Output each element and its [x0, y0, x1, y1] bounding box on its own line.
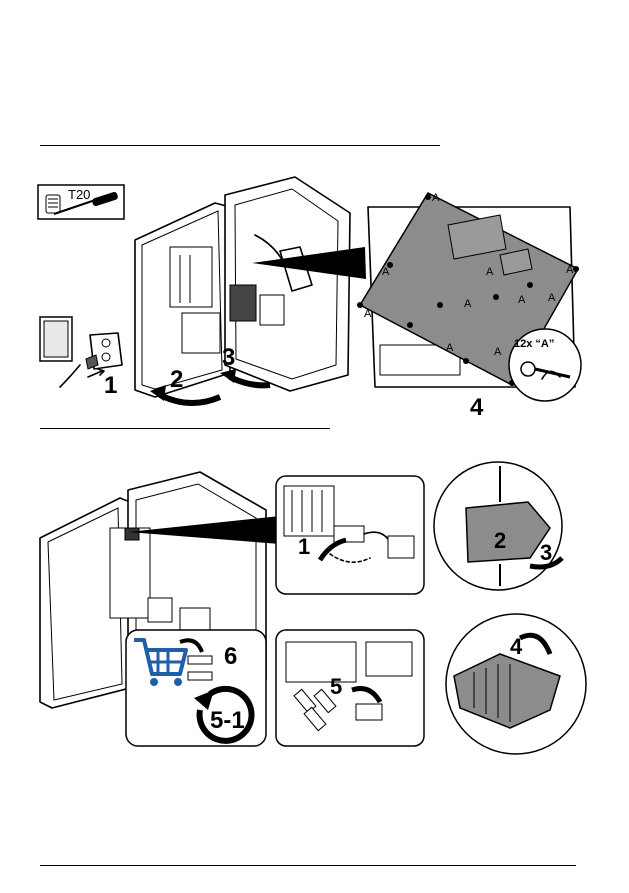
detail-fuse-holder	[434, 462, 562, 590]
screw-marker-a: A	[518, 294, 526, 306]
detail-step-3: 3	[540, 540, 552, 565]
step-2: 2	[170, 366, 183, 393]
screw-marker-a: A	[566, 264, 574, 276]
enclosure-cover: A A A A A A A A A A 12x “A”	[357, 192, 581, 401]
footer-rule	[40, 865, 576, 866]
screw-marker-a: A	[464, 298, 472, 310]
detail-step-5: 5	[330, 674, 342, 699]
screw-count-label: 12x “A”	[514, 338, 554, 350]
detail-step-2: 2	[494, 528, 506, 553]
step-5-1: 5-1	[210, 707, 245, 734]
detail-step-1: 1	[298, 534, 310, 559]
section-rule-top	[40, 145, 440, 146]
screw-marker-a: A	[494, 346, 502, 358]
figure-replace-fuses: 1 2 3 4 6 5-1	[30, 458, 590, 758]
open-enclosure	[135, 177, 366, 397]
step-3: 3	[222, 344, 235, 371]
screw-marker-a: A	[364, 308, 372, 320]
figure-remove-cover: T20 1 2 3	[30, 165, 590, 420]
tool-box: T20	[38, 185, 124, 219]
screw-marker-a: A	[486, 266, 494, 278]
section-rule-middle	[40, 428, 330, 429]
step-1: 1	[104, 372, 117, 399]
screw-marker-a: A	[446, 342, 454, 354]
screw-marker-a: A	[432, 192, 440, 204]
screw-marker-a: A	[382, 266, 390, 278]
step-4: 4	[470, 394, 484, 420]
screw-marker-a: A	[548, 292, 556, 304]
replace-fuses-box: 6 5-1	[126, 630, 266, 746]
step-6: 6	[224, 643, 237, 670]
detail-fuses-board	[276, 630, 424, 746]
tool-label: T20	[68, 187, 90, 202]
detail-step-4: 4	[510, 634, 523, 659]
